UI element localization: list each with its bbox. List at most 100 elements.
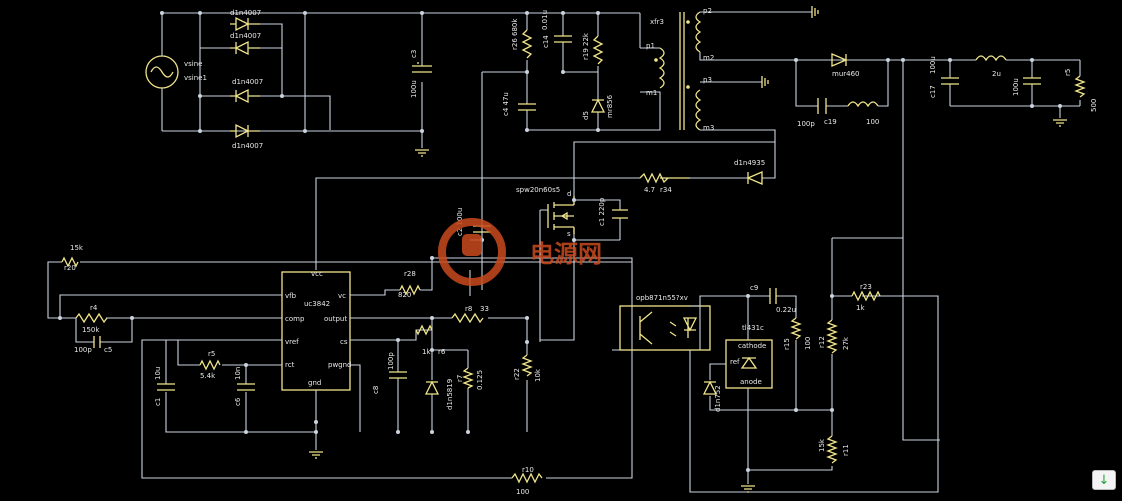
r10-label: r10 xyxy=(522,466,534,474)
c5-val-label: 100p xyxy=(74,346,92,354)
c3-label: c3 xyxy=(410,50,418,58)
r5-right-val-label: 500 xyxy=(1090,99,1098,112)
r23-label: r23 xyxy=(860,283,872,291)
r8-label: r8 xyxy=(465,305,472,313)
r22-val-label: 10k xyxy=(534,368,542,382)
r5-left-val-label: 5.4k xyxy=(200,372,216,380)
mur460-label: mur460 xyxy=(832,70,860,78)
r4-label: r4 xyxy=(90,304,98,312)
tl-cathode-label: cathode xyxy=(738,342,766,350)
c1-val-label: c1 220p xyxy=(598,197,606,226)
ac-source: vsine vsine1 xyxy=(145,55,207,89)
c19-label: c19 xyxy=(824,118,837,126)
uc3842-chip xyxy=(281,271,351,391)
r11-val-label: 15k xyxy=(818,438,826,452)
ic-vref-label: vref xyxy=(285,338,299,346)
c1-left-val-label: 10u xyxy=(154,367,162,380)
arrow-down-icon: ↓ xyxy=(1098,472,1110,488)
ic-gnd-label: gnd xyxy=(308,379,321,387)
bridge-diodes: d1n4007 d1n4007 d1n4007 d1n4007 xyxy=(230,9,263,150)
c8-val-label: 100p xyxy=(387,352,395,370)
r6-val-label: 1k xyxy=(422,348,431,356)
d-mid2-label: d1n4007 xyxy=(232,78,263,86)
ic-cs-label: cs xyxy=(340,338,348,346)
r34-label: r34 xyxy=(660,186,672,194)
junction-dots xyxy=(58,11,1062,472)
p3-label: p3 xyxy=(703,76,712,84)
p1-label: p1 xyxy=(646,42,655,50)
r23-val-label: 1k xyxy=(856,304,865,312)
vsine-label: vsine xyxy=(184,60,202,68)
c14-val-label: 0.01u xyxy=(541,10,549,30)
r7-val-label: 0.125 xyxy=(476,370,484,390)
m3-label: m3 xyxy=(703,124,714,132)
r15-val-label: 100 xyxy=(804,337,812,350)
scroll-down-button[interactable]: ↓ xyxy=(1092,470,1116,490)
c19-val-label: 100p xyxy=(797,120,815,128)
c6-label: c6 xyxy=(234,397,242,406)
r10-val-label: 100 xyxy=(516,488,529,496)
ic-output-label: output xyxy=(324,315,347,323)
r5-right-label: r5 xyxy=(1064,69,1072,76)
c8-label: c8 xyxy=(372,386,380,394)
ic-comp-label: comp xyxy=(285,315,305,323)
l-2u-label: 2u xyxy=(992,70,1001,78)
r5-left-label: r5 xyxy=(208,350,215,358)
c17-val-label: 100u xyxy=(929,56,937,74)
ic-vcc-label: vcc xyxy=(311,270,323,278)
tl431-label: tl431c xyxy=(742,324,764,332)
r34-val-label: 4.7 xyxy=(644,186,655,194)
watermark-logo: 电源网 xyxy=(438,218,602,286)
d-bot-label: d1n4007 xyxy=(232,142,263,150)
d1n5819-label: d1n5819 xyxy=(446,379,454,410)
opto-label: opb871n55?xv xyxy=(636,294,688,302)
m2-label: m2 xyxy=(703,54,714,62)
r15-label: r15 xyxy=(783,338,791,350)
r28-val-label: 820 xyxy=(398,291,411,299)
c18-val-label: 100u xyxy=(1012,78,1020,96)
r12-label: r12 xyxy=(818,336,826,348)
r12-val-label: 27k xyxy=(842,336,850,350)
c5-label: c5 xyxy=(104,346,112,354)
d-top-label: d1n4007 xyxy=(230,9,261,17)
r20-label: r20 xyxy=(64,264,76,272)
vsine-ref-label: vsine1 xyxy=(184,74,207,82)
d5-label: d5 xyxy=(582,111,590,120)
spw-s-label: s xyxy=(567,230,571,238)
d-mid1-label: d1n4007 xyxy=(230,32,261,40)
c9-label: c9 xyxy=(750,284,758,292)
ic-vc-label: vc xyxy=(338,292,346,300)
ic-rct-label: rct xyxy=(285,361,295,369)
c17-label: c17 xyxy=(929,85,937,98)
r20-val-label: 15k xyxy=(70,244,84,252)
r6-label: r6 xyxy=(438,348,446,356)
optocoupler xyxy=(619,305,711,351)
ic-pwgnd-label: pwgnd xyxy=(328,361,352,369)
mosfet: spw20n60s5 d s xyxy=(516,186,575,238)
xfr3-label: xfr3 xyxy=(650,18,664,26)
r4-val-label: 150k xyxy=(82,326,100,334)
r11-label: r11 xyxy=(842,444,850,456)
r-100-label: 100 xyxy=(866,118,879,126)
ic-name-label: uc3842 xyxy=(304,300,330,308)
d1n4935-label: d1n4935 xyxy=(734,159,765,167)
r26-label: r26 680k xyxy=(511,18,519,50)
ic-vfb-label: vfb xyxy=(285,292,297,300)
spw-label: spw20n60s5 xyxy=(516,186,560,194)
transformer-xfr3: xfr3 p1 p2 p3 m1 m2 m3 xyxy=(639,7,714,132)
r7-label: r7 xyxy=(456,375,464,382)
watermark-text: 电源网 xyxy=(530,240,602,268)
r19-val-label: 22k xyxy=(582,32,590,46)
r22-label: r22 xyxy=(513,368,521,380)
c3-val-label: 100u xyxy=(410,80,418,98)
r19-label: r19 xyxy=(582,48,590,60)
c1-left-label: c1 xyxy=(154,398,162,406)
spw-d-label: d xyxy=(567,190,571,198)
d1n752-label: d1n752 xyxy=(714,385,722,412)
r8-val-label: 33 xyxy=(480,305,489,313)
p2-label: p2 xyxy=(703,7,712,15)
d5-val-label: mr856 xyxy=(606,94,614,118)
c14-label: c14 xyxy=(542,35,550,48)
c9-val-label: 0.22u xyxy=(776,306,796,314)
